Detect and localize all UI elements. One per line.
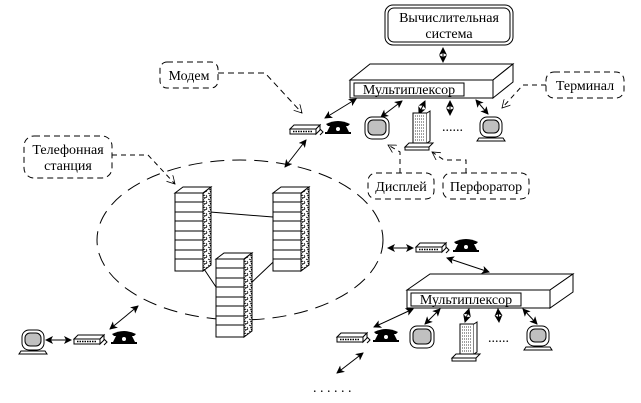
terminal-device-bottom: [523, 325, 553, 351]
modem-label: Модем: [169, 69, 210, 84]
computing-system-label-2: система: [425, 27, 473, 42]
server-3: [215, 250, 253, 338]
modem-top: [289, 124, 324, 136]
mux-perforator-link: [418, 100, 426, 115]
mux-modem-link: [324, 98, 357, 119]
mux-perforator-link-bottom: [463, 308, 471, 323]
phone-station-label-1: Телефонная: [32, 143, 104, 158]
perforator-label: Перфоратор: [450, 180, 522, 195]
terminal-device: [476, 116, 506, 142]
ellipsis-lower: . . . . . .: [313, 381, 352, 396]
display-callout: Дисплей: [367, 144, 435, 200]
multiplexer-bottom-label: Мультиплексор: [420, 293, 512, 308]
ellipsis-bottom: ......: [488, 331, 509, 346]
terminal-label: Терминал: [556, 79, 614, 94]
display-device-bottom: [409, 325, 435, 349]
perforator-device-bottom: [451, 321, 481, 362]
modem-left: [73, 334, 108, 346]
terminal-device-left: [18, 329, 48, 355]
ellipsis-top: ......: [442, 120, 463, 135]
modem-mux-link-bottom: [446, 256, 490, 274]
phone-left: [111, 331, 137, 344]
mux-modem-link-bottom: [373, 308, 414, 328]
multiplexer-bottom: Мультиплексор: [405, 273, 575, 309]
multiplexer-top: Мультиплексор: [348, 62, 515, 100]
modem-station-link-left: [109, 305, 139, 330]
perforator-callout: Перфоратор: [432, 152, 530, 200]
mux-terminal-link: [475, 99, 489, 115]
perforator-device: [404, 110, 434, 151]
phone-station-callout: Телефонная станция: [23, 135, 175, 184]
server-2: [272, 184, 310, 272]
modem-bottom: [336, 332, 371, 344]
phone-right: [453, 239, 479, 252]
modem-right: [415, 242, 450, 254]
modem-more-link-bottom: [336, 352, 364, 374]
phone-bottom: [373, 329, 399, 342]
display-device: [364, 116, 390, 140]
computing-system-box: Вычислительная система: [384, 4, 514, 46]
modem-station-link-top: [284, 139, 307, 168]
mux-more-link-bottom: [494, 308, 503, 323]
display-label: Дисплей: [375, 180, 427, 195]
mux-display-link-bottom: [424, 308, 441, 325]
computing-system-label-1: Вычислительная: [399, 11, 499, 26]
mux-terminal-link-bottom: [522, 308, 538, 325]
modem-callout: Модем: [159, 61, 302, 113]
server-1: [174, 184, 212, 272]
server-link-1: [209, 211, 274, 218]
phone-station-label-2: станция: [44, 159, 92, 174]
mux-display-link: [380, 100, 403, 118]
phone-top: [325, 121, 351, 134]
terminal-callout: Терминал: [502, 71, 625, 108]
multiplexer-top-label: Мультиплексор: [363, 83, 455, 98]
